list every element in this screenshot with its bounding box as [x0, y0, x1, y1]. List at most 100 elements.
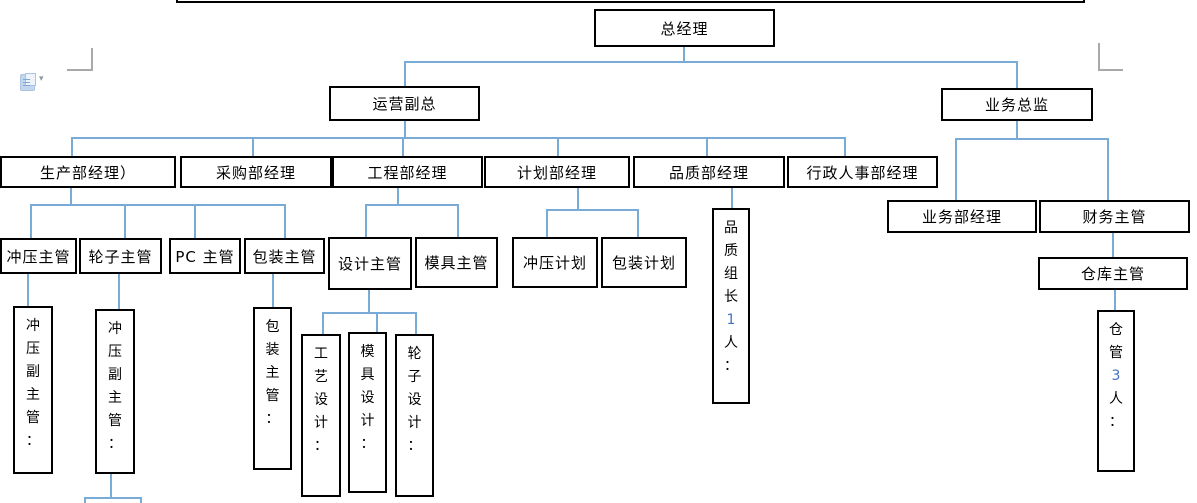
- connector-line: [376, 314, 378, 334]
- page-margin-mark: [91, 48, 93, 71]
- connector-line: [557, 139, 559, 156]
- node-label-char: 设: [407, 392, 422, 408]
- node-purchasing-manager[interactable]: 采购部经理: [180, 156, 332, 188]
- node-operations-vp[interactable]: 运营副总: [329, 86, 480, 121]
- node-packaging-planning[interactable]: 包装计划: [601, 237, 687, 288]
- node-wheel-design[interactable]: 轮子设计：: [395, 334, 434, 497]
- connector-line: [415, 314, 417, 334]
- node-label-char: 管: [1109, 345, 1123, 361]
- connector-line: [284, 206, 286, 238]
- node-label-char: ：: [265, 411, 280, 427]
- node-label-char: 设: [360, 390, 375, 406]
- node-label-char: 主: [265, 365, 280, 381]
- node-stamping-deputy-supervisor-1[interactable]: 冲压副主管：: [13, 306, 53, 474]
- connector-line: [404, 61, 1018, 63]
- node-mold-supervisor[interactable]: 模具主管: [415, 237, 498, 288]
- connector-line: [140, 499, 142, 503]
- node-packaging-supervisor-detail[interactable]: 包装主管 ：: [253, 307, 292, 470]
- node-label-char: 冲: [26, 318, 40, 334]
- text-line-decoration: [23, 79, 30, 80]
- node-general-manager[interactable]: 总经理: [594, 9, 775, 47]
- node-label-char: ：: [407, 438, 422, 454]
- node-production-manager[interactable]: 生产部经理）: [0, 156, 176, 188]
- connector-line: [252, 139, 254, 156]
- connector-line: [368, 290, 370, 313]
- connector-line: [365, 204, 459, 206]
- node-label-char: 计: [314, 415, 328, 431]
- connector-line: [30, 204, 286, 206]
- connector-line: [71, 137, 846, 139]
- connector-line: [27, 274, 29, 306]
- connector-line: [546, 209, 639, 211]
- node-label-char: 副: [108, 367, 122, 383]
- connector-line: [30, 206, 32, 238]
- connector-line: [1016, 121, 1018, 138]
- node-label-char: 管: [265, 388, 280, 404]
- node-finance-supervisor[interactable]: 财务主管: [1039, 200, 1190, 233]
- node-label-char: 1: [726, 312, 736, 328]
- node-business-dept-manager[interactable]: 业务部经理: [887, 200, 1037, 233]
- connector-line: [71, 139, 73, 156]
- node-label-char: 副: [26, 364, 40, 380]
- node-label-char: ：: [360, 436, 375, 452]
- node-label-char: 管: [108, 413, 122, 429]
- connector-line: [84, 499, 86, 503]
- node-stamping-supervisor[interactable]: 冲压主管: [0, 238, 77, 274]
- node-label-char: ：: [724, 358, 738, 374]
- connector-line: [955, 138, 1109, 140]
- connector-line: [683, 47, 685, 62]
- connector-line: [731, 188, 733, 208]
- node-pc-supervisor[interactable]: PC 主管: [169, 238, 241, 274]
- connector-line: [1112, 233, 1114, 257]
- connector-line: [1016, 63, 1018, 88]
- connector-line: [110, 474, 112, 498]
- node-quality-manager[interactable]: 品质部经理: [633, 156, 785, 188]
- page-margin-mark: [67, 69, 93, 71]
- node-label-char: 仓: [1109, 322, 1123, 338]
- connector-line: [118, 274, 120, 309]
- page-margin-mark: [1098, 69, 1123, 71]
- node-label-char: 具: [360, 367, 375, 383]
- node-process-design[interactable]: 工艺设计：: [301, 334, 341, 497]
- node-label-char: 人: [724, 335, 738, 351]
- connector-line: [70, 188, 72, 205]
- node-label-char: ：: [108, 436, 122, 452]
- node-label-char: 设: [314, 392, 328, 408]
- node-label-char: ：: [314, 438, 328, 454]
- node-stamping-deputy-supervisor-2[interactable]: 冲压副主管：: [95, 309, 135, 474]
- connector-line: [1107, 140, 1109, 200]
- node-mold-design[interactable]: 模具设计 ：: [348, 332, 387, 493]
- node-wheel-supervisor[interactable]: 轮子主管: [79, 238, 162, 274]
- node-label-char: 模: [360, 344, 375, 360]
- node-stamping-planning[interactable]: 冲压计划: [512, 237, 598, 288]
- node-label-char: 轮: [407, 346, 422, 362]
- node-label-char: ：: [1109, 414, 1123, 430]
- paste-options-dropdown-icon[interactable]: ▾: [39, 74, 44, 84]
- paste-options-icon[interactable]: [20, 73, 37, 91]
- node-design-supervisor[interactable]: 设计主管: [328, 237, 412, 290]
- node-admin-hr-manager[interactable]: 行政人事部经理: [787, 156, 938, 188]
- node-label-char: 计: [360, 413, 375, 429]
- node-label-char: 人: [1109, 391, 1123, 407]
- connector-line: [402, 139, 404, 156]
- connector-line: [194, 206, 196, 238]
- node-label-char: 装: [265, 342, 280, 358]
- node-warehouse-supervisor[interactable]: 仓库主管: [1038, 257, 1188, 290]
- node-business-director[interactable]: 业务总监: [941, 88, 1093, 121]
- connector-line: [546, 211, 548, 237]
- node-label-char: 包: [265, 319, 280, 335]
- text-line-decoration: [23, 82, 30, 83]
- node-page-top-box[interactable]: [176, 0, 1085, 3]
- connector-line: [1114, 290, 1116, 310]
- node-label-char: 管: [26, 410, 40, 426]
- node-label-char: 质: [724, 243, 738, 259]
- connector-line: [706, 139, 708, 156]
- node-packaging-supervisor[interactable]: 包装主管: [244, 238, 325, 274]
- node-planning-manager[interactable]: 计划部经理: [484, 156, 630, 188]
- connector-line: [272, 274, 274, 307]
- node-engineering-manager[interactable]: 工程部经理: [332, 156, 483, 188]
- node-label-char: 主: [108, 390, 122, 406]
